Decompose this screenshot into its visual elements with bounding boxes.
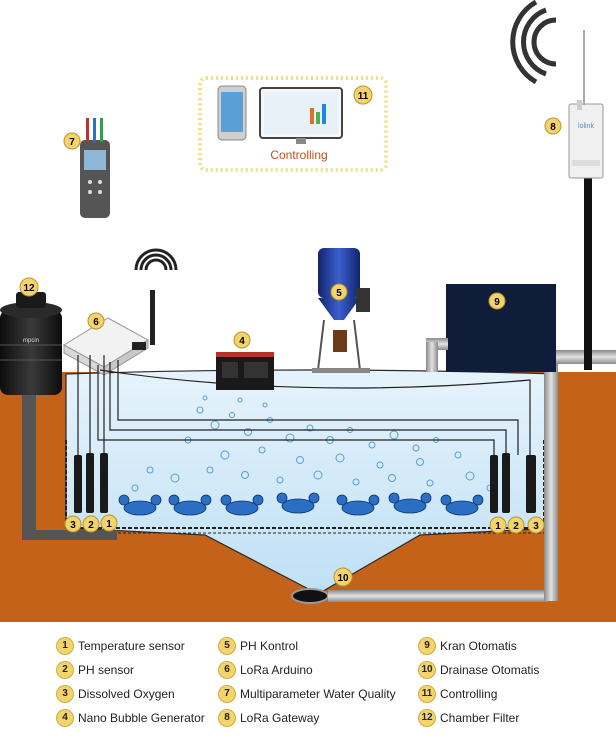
legend-badge: 12 [418, 709, 436, 727]
legend-label: PH sensor [78, 663, 135, 677]
badge-6: 6 [87, 312, 105, 330]
legend-item-7: 7 Multiparameter Water Quality [218, 684, 396, 704]
badge-5: 5 [330, 283, 348, 301]
ph-control-tank [312, 248, 370, 373]
svg-text:2: 2 [513, 521, 519, 532]
gateway-signal-icon [510, 0, 557, 85]
badge-9: 9 [488, 292, 506, 310]
legend-label: Kran Otomatis [440, 639, 517, 653]
aquaculture-system-diagram: mpcin [0, 0, 616, 622]
badge-2-left: 2 [82, 515, 100, 533]
badge-10: 10 [333, 567, 353, 587]
legend-item-1: 1 Temperature sensor [56, 636, 185, 656]
badge-1-right: 1 [489, 516, 507, 534]
lora-arduino [63, 290, 155, 376]
legend-badge: 11 [418, 685, 436, 703]
wifi-signal-icon [134, 248, 178, 271]
badge-7: 7 [63, 132, 81, 150]
legend-item-12: 12 Chamber Filter [418, 708, 519, 728]
badge-12: 12 [19, 277, 39, 297]
svg-text:3: 3 [70, 520, 76, 531]
legend-item-3: 3 Dissolved Oxygen [56, 684, 175, 704]
svg-text:7: 7 [69, 137, 75, 148]
svg-text:2: 2 [88, 520, 94, 531]
multiparameter-meter [80, 118, 110, 218]
legend-label: Dissolved Oxygen [78, 687, 175, 701]
nano-bubble-generator [216, 352, 274, 390]
legend-badge: 8 [218, 709, 236, 727]
legend-label: Nano Bubble Generator [78, 711, 205, 725]
legend-item-4: 4 Nano Bubble Generator [56, 708, 205, 728]
gateway-brand: lolink [578, 123, 594, 130]
legend-item-8: 8 LoRa Gateway [218, 708, 319, 728]
legend-badge: 2 [56, 661, 74, 679]
svg-text:10: 10 [337, 573, 349, 584]
legend-item-6: 6 LoRa Arduino [218, 660, 313, 680]
legend-item-11: 11 Controlling [418, 684, 497, 704]
svg-text:9: 9 [494, 297, 500, 308]
legend-badge: 10 [418, 661, 436, 679]
legend-badge: 7 [218, 685, 236, 703]
controlling-caption: Controlling [270, 148, 327, 162]
svg-text:4: 4 [239, 336, 245, 347]
drain-outlet [291, 588, 329, 604]
badge-2-right: 2 [507, 516, 525, 534]
legend-label: LoRa Gateway [240, 711, 320, 725]
legend-label: Multiparameter Water Quality [240, 687, 396, 701]
lora-gateway: lolink [568, 30, 604, 370]
badge-8: 8 [544, 117, 562, 135]
legend-label: Drainase Otomatis [440, 663, 540, 677]
crayfish-group [118, 492, 484, 516]
legend-label: Chamber Filter [440, 711, 520, 725]
legend-badge: 9 [418, 637, 436, 655]
svg-text:1: 1 [495, 521, 501, 532]
svg-text:12: 12 [23, 283, 35, 294]
sensor-probes-right [490, 453, 536, 513]
legend-item-10: 10 Drainase Otomatis [418, 660, 539, 680]
legend-badge: 6 [218, 661, 236, 679]
legend-item-2: 2 PH sensor [56, 660, 134, 680]
sensor-cables [77, 355, 531, 455]
legend-label: Controlling [440, 687, 498, 701]
legend-label: PH Kontrol [240, 639, 299, 653]
legend-badge: 1 [56, 637, 74, 655]
badge-3-left: 3 [64, 515, 82, 533]
drain-pipe [328, 590, 548, 602]
legend-item-9: 9 Kran Otomatis [418, 636, 517, 656]
svg-text:6: 6 [93, 317, 99, 328]
number-badges: 1 2 3 1 2 3 4 5 6 7 8 9 10 11 12 [19, 85, 562, 587]
badge-4: 4 [233, 331, 251, 349]
legend: 1 Temperature sensor 2 PH sensor 3 Dissolved … [0, 628, 616, 743]
badge-3-right: 3 [527, 516, 545, 534]
svg-text:3: 3 [533, 521, 539, 532]
svg-text:8: 8 [550, 122, 556, 133]
badge-11: 11 [353, 85, 373, 105]
svg-text:5: 5 [336, 288, 342, 299]
svg-text:11: 11 [358, 91, 369, 102]
legend-badge: 3 [56, 685, 74, 703]
legend-label: Temperature sensor [78, 639, 185, 653]
badge-1-left: 1 [100, 514, 118, 532]
svg-text:1: 1 [106, 519, 112, 530]
legend-label: LoRa Arduino [240, 663, 313, 677]
legend-item-5: 5 PH Kontrol [218, 636, 298, 656]
legend-badge: 4 [56, 709, 74, 727]
controlling-panel [198, 76, 388, 172]
sensor-probes-left [74, 453, 108, 513]
tank-brand: mpcin [23, 338, 39, 344]
chamber-filter-tank: mpcin [0, 292, 117, 540]
legend-badge: 5 [218, 637, 236, 655]
